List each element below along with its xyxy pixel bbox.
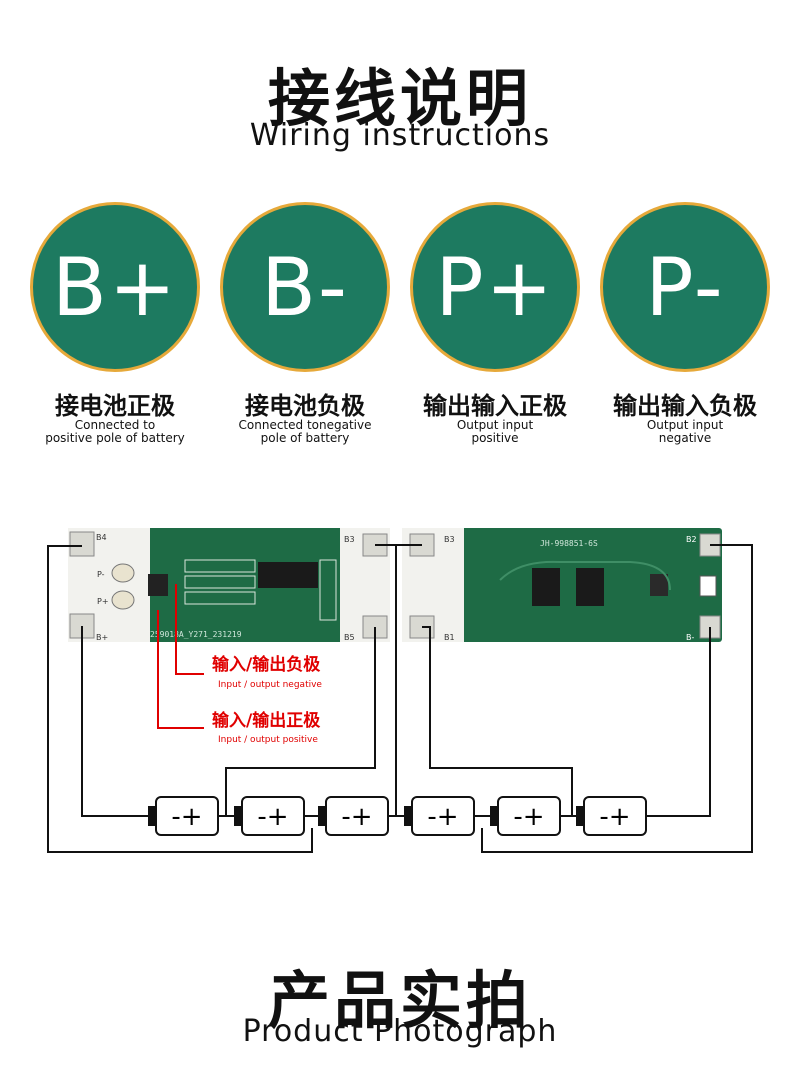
section-title-en: Product Photograph <box>242 1014 558 1049</box>
annotation-negative-en: Input / output negative <box>218 680 322 690</box>
wire-b2 <box>481 544 753 853</box>
pad-label-b5: B5 <box>344 633 355 642</box>
page-title-cn: 接线说明 <box>267 62 532 135</box>
wires <box>47 544 753 853</box>
terminal-p-minus-badge: P- <box>600 202 770 372</box>
pad-p-plus <box>111 590 135 610</box>
right-components <box>499 560 717 606</box>
pad-label-b-plus: B+ <box>96 633 108 642</box>
cell-polarity: -+ <box>513 802 544 832</box>
pad-b4 <box>69 531 95 557</box>
terminal-label-cn: 接电池负极 <box>245 392 365 420</box>
terminal-desc-line1: Output input <box>456 418 534 432</box>
terminal-p-plus-badge: P+ <box>410 202 580 372</box>
battery-cells: -+ -+ -+ -+ -+ -+ <box>148 796 647 836</box>
annotation-wire-positive <box>157 610 204 729</box>
cell-polarity: -+ <box>427 802 458 832</box>
terminal-desc-line1: Connected tonegative <box>238 418 372 432</box>
terminal-desc-line1: Connected to <box>74 418 156 432</box>
terminal-desc-line2: negative <box>658 431 712 445</box>
terminal-symbol: B- <box>261 240 349 334</box>
terminal-label-cn: 输出输入正极 <box>423 392 567 420</box>
wire-b-plus <box>81 626 150 817</box>
annotation-wires <box>157 584 204 729</box>
wire-b-minus <box>645 627 711 817</box>
battery-cell: -+ <box>490 796 561 836</box>
annotation-positive-en: Input / output positive <box>218 735 318 745</box>
terminal-desc-line2: pole of battery <box>260 431 350 445</box>
pad-label-b3-left: B3 <box>344 535 355 544</box>
page-title-en: Wiring instructions <box>249 118 551 153</box>
pad-label-b3-right: B3 <box>444 535 455 544</box>
battery-cell: -+ <box>234 796 305 836</box>
terminal-desc-line2: positive pole of battery <box>45 431 185 445</box>
terminal-b-plus-badge: B+ <box>30 202 200 372</box>
cell-polarity: -+ <box>341 802 372 832</box>
annotation-positive-cn: 输入/输出正极 <box>212 710 320 731</box>
wiring-diagram: B4 B3 B+ B5 P- P+ 259018A_Y271_231219 B3… <box>47 528 753 853</box>
annotation-negative-cn: 输入/输出负极 <box>212 654 320 675</box>
cell-polarity: -+ <box>171 802 202 832</box>
right-pcb-board <box>402 528 722 642</box>
pad-label-b-minus: B- <box>686 633 694 642</box>
section-title-cn: 产品实拍 <box>267 964 532 1037</box>
terminal-symbol: P- <box>645 240 725 334</box>
left-components <box>184 559 337 621</box>
pad-label-p-plus: P+ <box>97 597 109 606</box>
terminal-symbol: B+ <box>52 240 178 334</box>
wire-b5 <box>225 627 376 816</box>
terminal-desc-line2: positive <box>471 431 519 445</box>
pad-label-p-minus: P- <box>97 570 105 579</box>
battery-cell: -+ <box>404 796 475 836</box>
annotation-wire-negative <box>175 584 204 675</box>
wire-b4 <box>47 545 313 853</box>
pad-p-minus <box>111 563 135 583</box>
battery-cell: -+ <box>148 796 219 836</box>
terminal-label-cn: 接电池正极 <box>55 392 175 420</box>
terminal-label-cn: 输出输入负极 <box>613 392 757 420</box>
left-mosfet <box>148 574 168 596</box>
cell-polarity: -+ <box>599 802 630 832</box>
terminal-b-minus-badge: B- <box>220 202 390 372</box>
pad-label-b1: B1 <box>444 633 455 642</box>
battery-cell: -+ <box>318 796 389 836</box>
wire-b1 <box>422 626 573 816</box>
battery-cell: -+ <box>576 796 647 836</box>
terminal-desc-line1: Output input <box>646 418 724 432</box>
cell-polarity: -+ <box>257 802 288 832</box>
pad-label-b4: B4 <box>96 533 107 542</box>
terminal-symbol: P+ <box>435 240 555 334</box>
left-pcb-silkscreen: 259018A_Y271_231219 <box>150 630 242 639</box>
pad-label-b2: B2 <box>686 535 697 544</box>
right-pcb-silkscreen: JH-998851-6S <box>540 539 598 548</box>
